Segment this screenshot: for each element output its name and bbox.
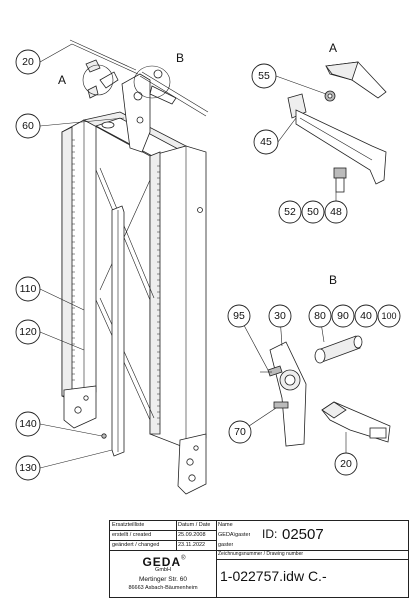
callout-130-label: 130 [19,462,37,474]
callout-90-label: 90 [337,310,349,322]
callout-60: 60 [15,113,41,139]
upper-lever-mechanism [69,39,209,153]
view-letter-b-main: B [176,51,184,65]
callout-130: 130 [15,455,41,481]
company-street: Mertinger Str. 60 [138,576,188,583]
view-letter-b-detail: B [329,273,337,287]
created-label: erstellt / created [112,532,152,538]
callout-50: 50 [301,200,325,224]
callout-45-label: 45 [260,136,272,148]
callout-70-label: 70 [234,426,246,438]
callout-100: 100 [377,304,401,328]
callout-20-main: 20 [15,49,41,75]
callout-50-label: 50 [307,206,319,218]
detail-a-parts [287,61,387,193]
callout-140-label: 140 [19,418,37,430]
created-name: GEDA\gaster [218,532,251,538]
callout-45: 45 [253,129,279,155]
callout-52-label: 52 [284,206,296,218]
callout-110: 110 [15,276,41,302]
callout-20-detail-label: 20 [340,458,352,470]
id-value: 02507 [282,526,324,543]
company-logo-text: GEDA [142,555,182,569]
callout-30-label: 30 [274,310,286,322]
callout-80-label: 80 [314,310,326,322]
company-form: GmbH [155,567,171,573]
changed-date: 23.11.2022 [178,542,206,548]
callout-48-label: 48 [330,206,342,218]
changed-label: geändert / changed [112,542,160,548]
callout-55: 55 [251,63,277,89]
callout-120-label: 120 [19,326,37,338]
callout-20-main-label: 20 [22,56,34,68]
parts-list-label: Ersatzteilliste [112,522,145,528]
view-letter-a-detail: A [329,41,337,55]
callout-52: 52 [278,200,302,224]
detail-b-parts [260,335,391,447]
callout-30: 30 [268,304,292,328]
created-date: 25.09.2008 [178,532,206,538]
callout-100-label: 100 [381,311,396,321]
changed-name: gaster [218,542,234,548]
callout-20-detail: 20 [334,452,358,476]
callout-120: 120 [15,319,41,345]
callout-110-label: 110 [20,283,37,295]
callout-70: 70 [228,420,252,444]
callout-80: 80 [308,304,332,328]
callout-48: 48 [324,200,348,224]
date-header: Datum / Date [178,522,211,528]
company-city: 86663 Asbach-Bäumenheim [128,585,198,591]
callout-95: 95 [227,304,251,328]
name-header: Name [218,522,233,528]
callout-40: 40 [354,304,378,328]
drawing-number: 1-022757.idw C.- [220,568,327,584]
mast-section-assembly [61,111,207,495]
callout-60-label: 60 [22,120,34,132]
title-block: Ersatzteilliste Datum / Date Name erstel… [109,520,409,598]
right-rack-teeth [157,165,160,425]
callout-95-label: 95 [233,310,245,322]
callout-140: 140 [15,411,41,437]
drawing-number-label: Zeichnungsnummer / Drawing number [218,551,304,557]
view-letter-a-main: A [58,73,66,87]
callout-90: 90 [331,304,355,328]
left-rack-teeth [72,139,75,381]
registered-mark: ® [181,555,186,562]
id-label: ID: [262,527,278,541]
callout-55-label: 55 [258,70,270,82]
callout-40-label: 40 [360,310,372,322]
company-logo: GEDA® [128,553,200,571]
